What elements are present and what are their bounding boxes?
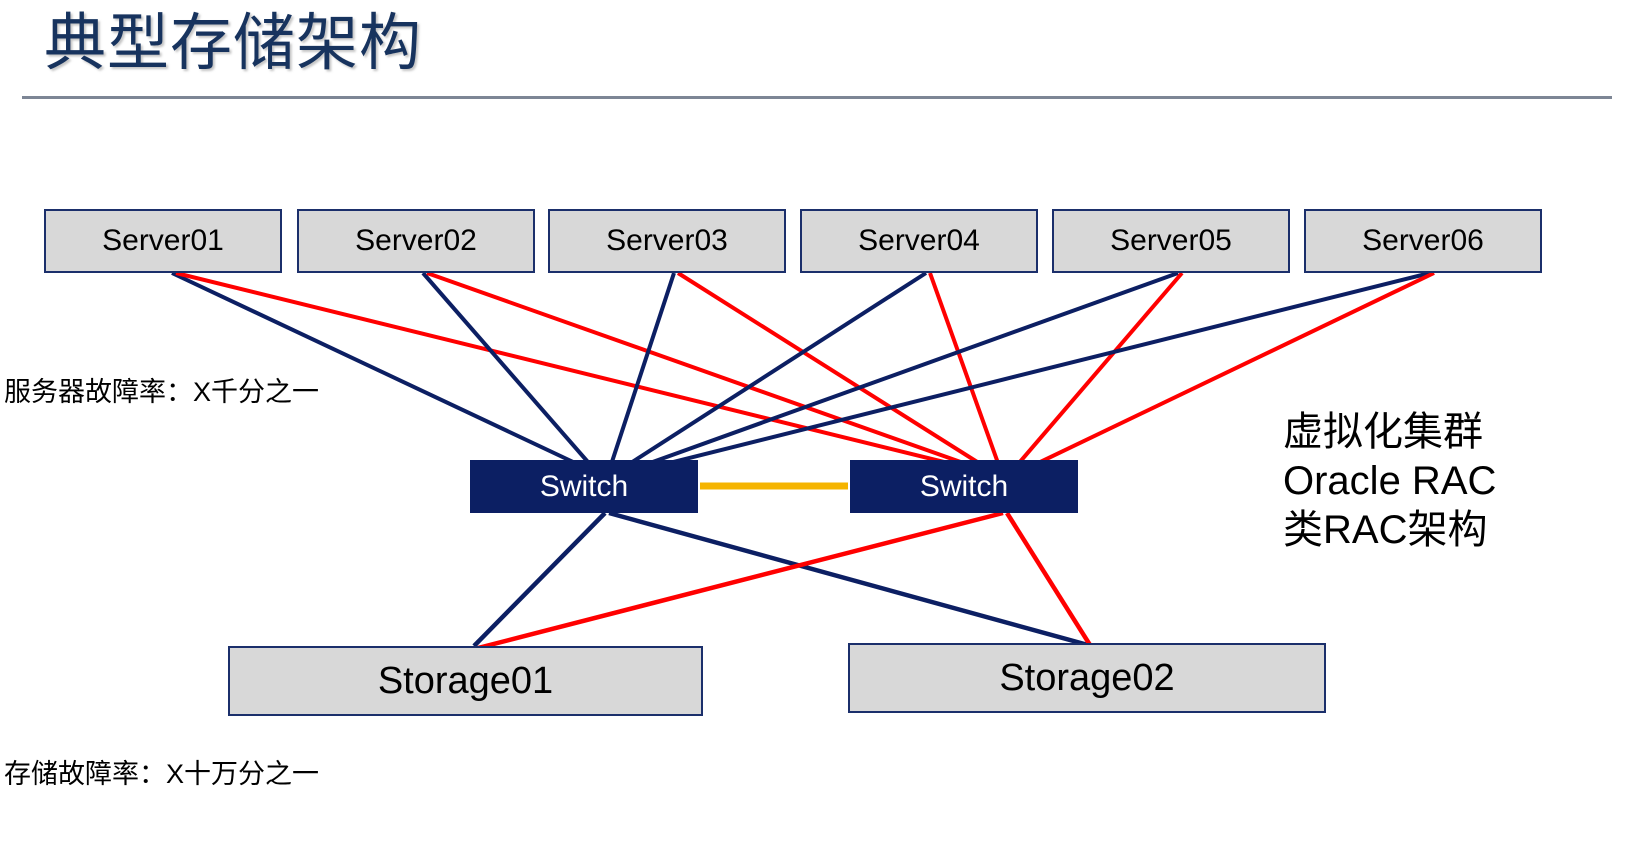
server-node-5[interactable]: Server05 [1052,209,1290,273]
server-node-6[interactable]: Server06 [1304,209,1542,273]
link-server04-to-switch2 [928,272,1005,478]
storage-node-2[interactable]: Storage02 [848,643,1326,713]
cluster-note-line-2: Oracle RAC [1283,459,1497,503]
server-node-label: Server04 [858,224,980,257]
link-server01-to-switch2 [175,271,1006,479]
link-server01-to-switch1 [171,271,606,479]
storage-failure-rate-note: 存储故障率：X十万分之一 [4,759,320,789]
link-server06-to-switch1 [612,271,1431,479]
link-server06-to-switch2 [1008,271,1435,479]
title-divider [22,96,1612,99]
cluster-note-line-1: 虚拟化集群 [1283,410,1483,454]
server-node-4[interactable]: Server04 [800,209,1038,273]
server-node-label: Server03 [606,224,728,257]
link-switch2-to-storage02 [1005,511,1092,647]
server-to-switch-links [171,271,1435,479]
link-server02-to-switch2 [426,271,1004,479]
server-node-label: Server01 [102,224,224,257]
link-server03-to-switch1 [605,272,676,478]
switch-node-label: Switch [539,469,629,503]
server-node-label: Server05 [1110,224,1232,257]
storage-node-label: Storage01 [377,659,554,702]
cluster-note-line-3: 类RAC架构 [1283,508,1488,552]
server-node-2[interactable]: Server02 [297,209,535,273]
switch-to-storage-links [472,510,1092,651]
link-server04-to-switch1 [607,271,928,479]
link-server05-to-switch1 [610,271,1179,479]
storage-node-1[interactable]: Storage01 [228,646,703,716]
page-title: 典型存储架构 [44,9,423,78]
link-server02-to-switch1 [421,271,603,479]
server-node-label: Server06 [1362,224,1484,257]
cluster-note: 虚拟化集群 Oracle RAC 类RAC架构 [1283,408,1496,555]
switch-node-2[interactable]: Switch [850,460,1078,513]
link-switch1-to-storage02 [608,510,1089,648]
link-switch2-to-storage01 [477,510,1004,651]
server-node-label: Server02 [355,224,477,257]
switch-node-label: Switch [919,469,1009,503]
link-server03-to-switch2 [676,271,1003,479]
switch-node-1[interactable]: Switch [470,460,698,513]
link-switch1-to-storage01 [472,511,607,648]
server-node-1[interactable]: Server01 [44,209,282,273]
server-failure-rate-note: 服务器故障率：X千分之一 [4,377,320,407]
link-server05-to-switch2 [1005,271,1184,479]
storage-node-label: Storage02 [999,656,1175,699]
server-node-3[interactable]: Server03 [548,209,786,273]
